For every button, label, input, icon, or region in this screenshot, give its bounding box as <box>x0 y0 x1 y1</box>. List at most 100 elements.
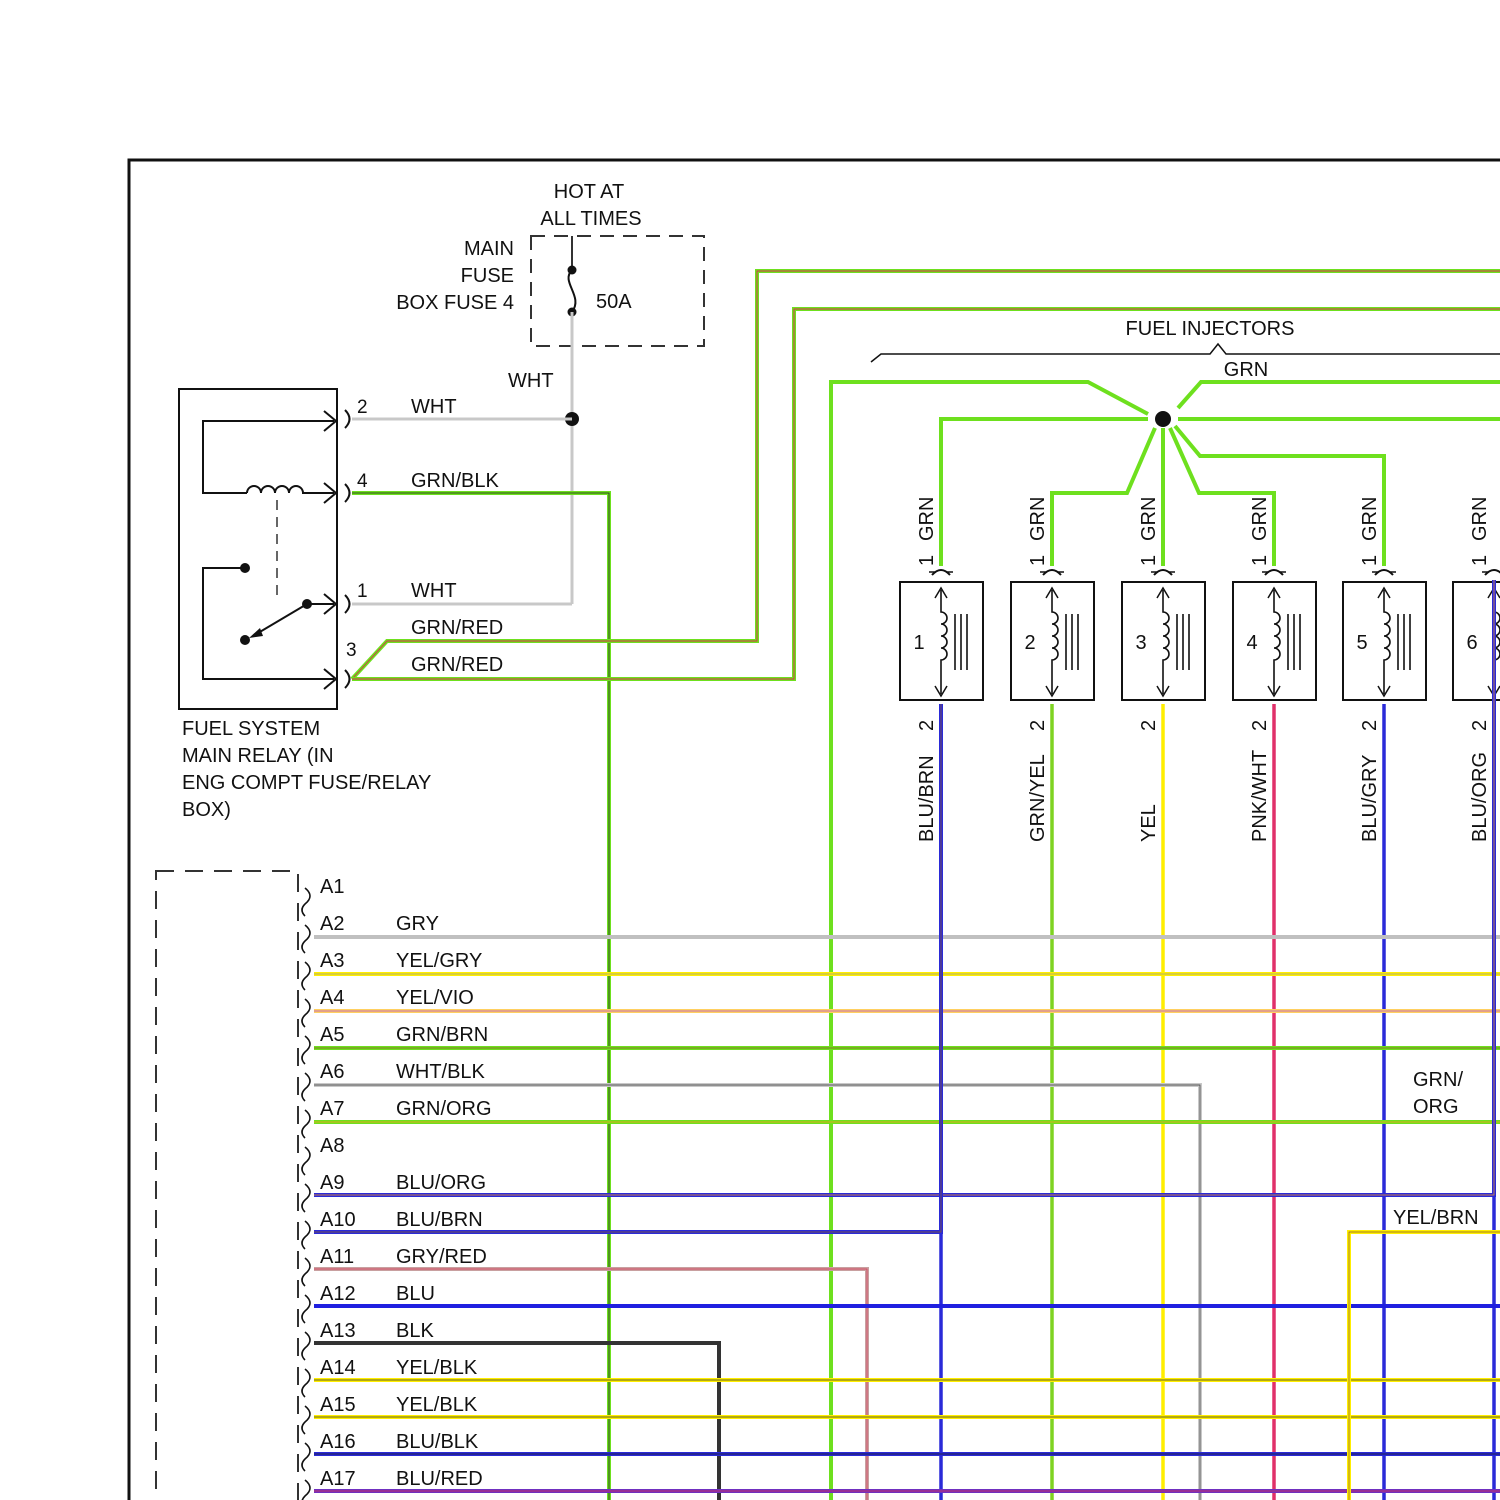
injector-splice <box>1155 411 1171 427</box>
injector-4-in-wire-label: GRN <box>1249 497 1271 541</box>
ecm-pin-cup-icon <box>302 1147 310 1175</box>
ecm-pin-a15: A15 YEL/BLK <box>302 1394 478 1434</box>
ecm-pin-cup-icon <box>302 1480 310 1500</box>
fuse-name-line2: FUSE <box>461 265 514 287</box>
injector-2-in-wire-label: GRN <box>1027 497 1049 541</box>
injector-5-in-wire-label: GRN <box>1359 497 1381 541</box>
ecm-pin-a17: A17 BLU/RED <box>302 1468 483 1500</box>
injector-6-pin1-label: 1 <box>1469 555 1491 566</box>
injector-1-out-wire-label: BLU/BRN <box>916 755 938 842</box>
ecm-pin-id: A5 <box>320 1024 344 1046</box>
ecm-pin-wire-label: YEL/VIO <box>396 987 474 1009</box>
injector-1-pin1-label: 1 <box>916 555 938 566</box>
ecm-pin-id: A2 <box>320 913 344 935</box>
relay-name-line1: FUEL SYSTEM <box>182 718 320 740</box>
relay-pin-1-wire: WHT <box>411 580 457 602</box>
ecm-pin-wire-label: YEL/BLK <box>396 1357 478 1379</box>
ecm-pin-cup-icon <box>302 962 310 990</box>
ecm-pin-a5: A5 GRN/BRN <box>302 1024 488 1064</box>
ecm-pin-a1: A1 <box>302 876 344 916</box>
ecm-pin-cup-icon <box>302 1073 310 1101</box>
relay-name-line3: ENG COMPT FUSE/RELAY <box>182 772 431 794</box>
ecm-pin-id: A15 <box>320 1394 356 1416</box>
ecm-pin-wire-label: WHT/BLK <box>396 1061 486 1083</box>
ecm-pin-id: A6 <box>320 1061 344 1083</box>
ecm-pin-wire-label: GRY <box>396 913 439 935</box>
injector-2-number: 2 <box>1024 632 1035 654</box>
ecm-pin-a4: A4YEL/VIO <box>302 987 474 1027</box>
relay-contact-closed <box>240 635 250 645</box>
ecm-pin-id: A17 <box>320 1468 356 1490</box>
ecm-pin-cup-icon <box>302 1184 310 1212</box>
wire-yel-brn <box>1349 1232 1500 1500</box>
ecm-pin-wire-label: BLU/BRN <box>396 1209 483 1231</box>
relay-contact-open <box>240 563 250 573</box>
ecm-pin-a10: A10 BLU/BRN <box>302 1209 483 1249</box>
ecm-pin-wire-label: YEL/GRY <box>396 950 482 972</box>
relay-arm-arrow <box>249 628 263 638</box>
relay-coil <box>247 486 334 493</box>
fuel-system-main-relay <box>179 389 350 709</box>
fuel-injector-4: 41GRN2PNK/WHT <box>1233 497 1316 1500</box>
ecm-pin-id: A10 <box>320 1209 356 1231</box>
fuse-element <box>569 270 576 312</box>
ecm-pin-wire-label: GRY/RED <box>396 1246 487 1268</box>
relay-name-line4: BOX) <box>182 799 231 821</box>
ecm-pin-cup-icon <box>302 1443 310 1471</box>
relay-pin-2-wire: WHT <box>411 396 457 418</box>
wire-a13-blk <box>314 1343 719 1500</box>
ecm-pin-wire-label: BLU <box>396 1283 435 1305</box>
all-times-label: ALL TIMES <box>540 208 641 230</box>
ecm-pin-id: A11 <box>320 1246 354 1268</box>
injector-3-number: 3 <box>1135 632 1146 654</box>
ecm-pin-cup-icon <box>302 1221 310 1249</box>
injector-2-pin1-label: 1 <box>1027 555 1049 566</box>
ecm-pin-cup-icon <box>302 1036 310 1064</box>
injector-6-out-wire-label: BLU/ORG <box>1469 752 1491 842</box>
hot-at-label: HOT AT <box>554 181 624 203</box>
main-fuse-box: HOT AT ALL TIMES MAIN FUSE BOX FUSE 4 50… <box>396 181 704 346</box>
ecm-pin-wire-label: YEL/BLK <box>396 1394 478 1416</box>
ecm-pin-id: A13 <box>320 1320 356 1342</box>
injector-4-out-wire-label: PNK/WHT <box>1249 750 1271 842</box>
injector-3-out-wire-label: YEL <box>1138 804 1160 842</box>
ecm-pin-wire-label: GRN/BRN <box>396 1024 488 1046</box>
injector-5-pin2-label: 2 <box>1359 720 1381 731</box>
fuse-wire-label: WHT <box>508 370 554 392</box>
ecm-pin-wire-label: GRN/ORG <box>396 1098 492 1120</box>
injector-1-pin2-label: 2 <box>916 720 938 731</box>
injectors-bracket <box>871 344 1500 362</box>
injector-1-number: 1 <box>913 632 924 654</box>
relay-pin-3-wire-b: GRN/RED <box>411 654 503 676</box>
ecm-pin-id: A16 <box>320 1431 356 1453</box>
relay-switch-circuit <box>203 568 334 679</box>
injector-2-out-wire-label: GRN/YEL <box>1027 754 1049 842</box>
injector-6-in-wire-label: GRN <box>1469 497 1491 541</box>
relay-coil-circuit <box>203 421 334 493</box>
injector-6-pin2-label: 2 <box>1469 720 1491 731</box>
ecm-pin-cup-icon <box>302 925 310 953</box>
ecm-pin-cup-icon <box>302 1258 310 1286</box>
injector-4-pin1-label: 1 <box>1249 555 1271 566</box>
relay-pin-3-number: 3 <box>346 640 357 661</box>
ecm-pin-a2: A2 GRY <box>302 913 439 953</box>
ecm-pin-id: A7 <box>320 1098 344 1120</box>
fuse-name-line3: BOX FUSE 4 <box>396 292 514 314</box>
grn-blk-wire <box>352 493 609 1500</box>
injector-5-out-wire-label: BLU/GRY <box>1359 755 1381 842</box>
ecm-pin-wire-label: BLU/RED <box>396 1468 483 1490</box>
ecm-connector-pins: A1A2 GRY A3YEL/GRYA4YEL/VIOA5 GRN/BRN A6 WHT/… <box>302 876 492 1500</box>
injector-3-pin1-label: 1 <box>1138 555 1160 566</box>
ecm-pin-a8: A8 <box>302 1135 344 1175</box>
ecm-pin-a16: A16BLU/BLK <box>302 1431 479 1471</box>
injector-3-pin2-label: 2 <box>1138 720 1160 731</box>
ecm-connector-outline <box>156 871 298 1500</box>
relay-name-line2: MAIN RELAY (IN <box>182 745 334 767</box>
ecm-pin-cup-icon <box>302 1295 310 1323</box>
ecm-pin-cup-icon <box>302 1332 310 1360</box>
relay-pin-cup-3 <box>345 670 350 688</box>
